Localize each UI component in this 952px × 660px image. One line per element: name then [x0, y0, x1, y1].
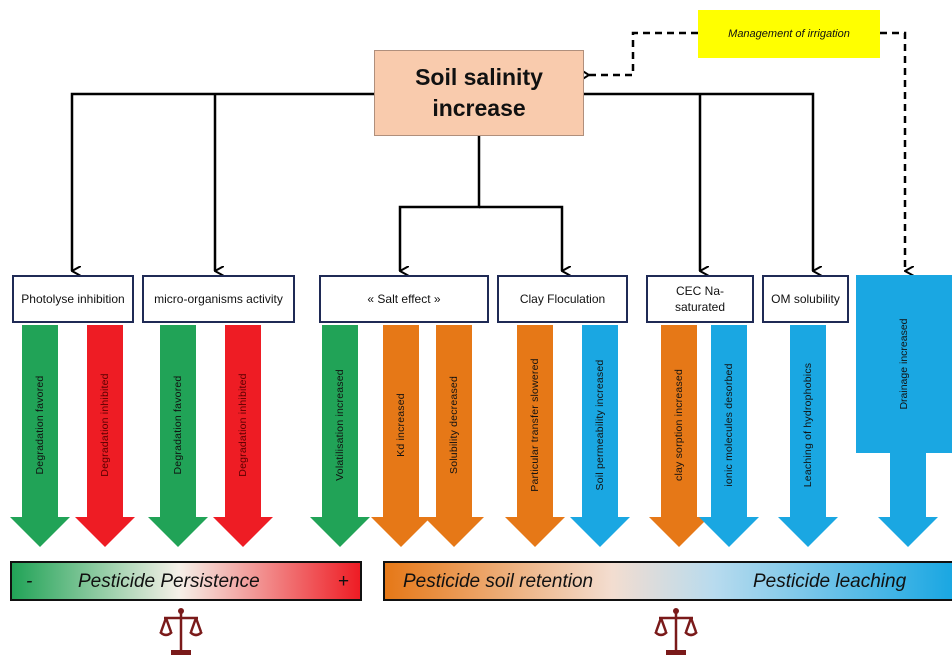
box-salt-effect: « Salt effect »: [319, 275, 489, 323]
arrow-label: Kd increased: [395, 393, 407, 457]
soil-salinity-box: Soil salinity increase: [374, 50, 584, 136]
box-cec: CEC Na-saturated: [646, 275, 754, 323]
root-line1: Soil salinity: [415, 64, 543, 90]
persistence-plus: +: [338, 571, 350, 592]
link-clay: [479, 205, 562, 271]
arrow-label: Degradation favored: [172, 375, 184, 475]
retention-label: Pesticide soil retention: [403, 571, 594, 592]
balance-scale-icon: [654, 608, 698, 655]
arrow-label: Degradation inhibited: [237, 373, 249, 477]
drainage-arrow-head: [878, 517, 938, 547]
link-salt-effect: [398, 136, 481, 271]
root-line2: increase: [432, 95, 526, 121]
arrow-label: Degradation favored: [34, 375, 46, 475]
leaching-label: Pesticide leaching: [753, 571, 907, 592]
drainage-arrow-stem: [890, 453, 926, 517]
arrow-label: Degradation inhibited: [99, 373, 111, 477]
dashed-link-management-drainage: [880, 31, 905, 271]
box-photolyse: Photolyse inhibition: [12, 275, 134, 323]
box-om: OM solubility: [762, 275, 849, 323]
management-box: Management of irrigation: [698, 10, 880, 58]
arrow-label: clay sorption increased: [673, 369, 685, 481]
arrow-label: Leaching of hydrophobics: [802, 362, 814, 488]
drainage-block: Drainage increased: [856, 275, 952, 453]
link-photolyse: [70, 92, 374, 271]
persistence-bar: - Pesticide Persistence +: [10, 561, 362, 601]
drainage-label: Drainage increased: [898, 318, 910, 410]
arrow-label: Particular transfer slowered: [529, 358, 541, 492]
persistence-label: Pesticide Persistence: [78, 571, 260, 592]
retention-leaching-bar: Pesticide soil retention Pesticide leach…: [383, 561, 952, 601]
arrow-label: Solubility decreased: [448, 376, 460, 474]
box-clay: Clay Floculation: [497, 275, 628, 323]
dashed-link-management-root: [589, 31, 698, 75]
arrow-label: ionic molecules desorbed: [723, 363, 735, 487]
box-microorganisms: micro-organisms activity: [142, 275, 295, 323]
link-om: [584, 92, 813, 271]
balance-scale-icon: [159, 608, 203, 655]
arrow-label: Soil permeability increased: [594, 359, 606, 491]
arrow-label: Volatilisation increased: [334, 369, 346, 481]
persistence-minus: -: [26, 571, 33, 592]
